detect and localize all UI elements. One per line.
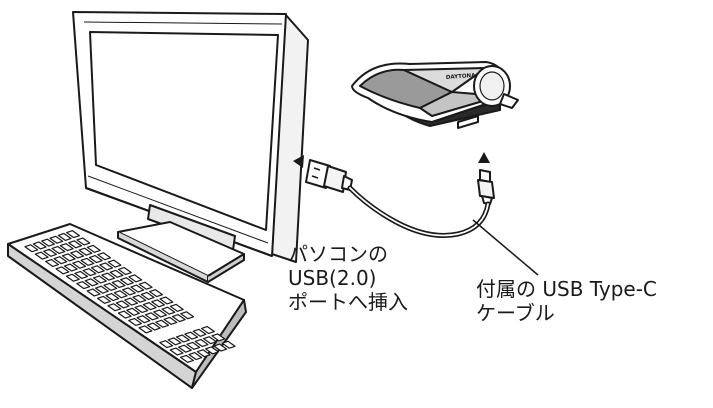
insert-arrow-pc xyxy=(293,155,304,168)
cable-label-line1: 付属の USB Type-C xyxy=(476,277,657,301)
pc-port-label: パソコンの USB(2.0) ポートへ挿入 xyxy=(288,242,408,314)
cable-label-line2: ケーブル xyxy=(476,301,555,325)
monitor-screen xyxy=(89,31,279,231)
device-logo-text: DAYTONA xyxy=(446,73,477,81)
insert-arrow-device xyxy=(478,152,490,163)
pc-port-label-line3: ポートへ挿入 xyxy=(288,290,408,314)
cable-leader-line xyxy=(472,219,539,276)
usb-a-connector xyxy=(305,159,353,193)
keyboard-illustration xyxy=(7,223,247,389)
headset-unit-illustration: DAYTONA xyxy=(351,61,519,129)
usb-cable xyxy=(347,185,491,238)
cable-label: 付属の USB Type-C ケーブル xyxy=(476,277,657,325)
monitor-illustration xyxy=(72,11,309,283)
pc-port-label-line1: パソコンの xyxy=(288,242,388,266)
pc-port-label-line2: USB(2.0) xyxy=(288,266,377,290)
usb-c-connector xyxy=(477,169,495,205)
keyboard-keys xyxy=(24,230,236,363)
